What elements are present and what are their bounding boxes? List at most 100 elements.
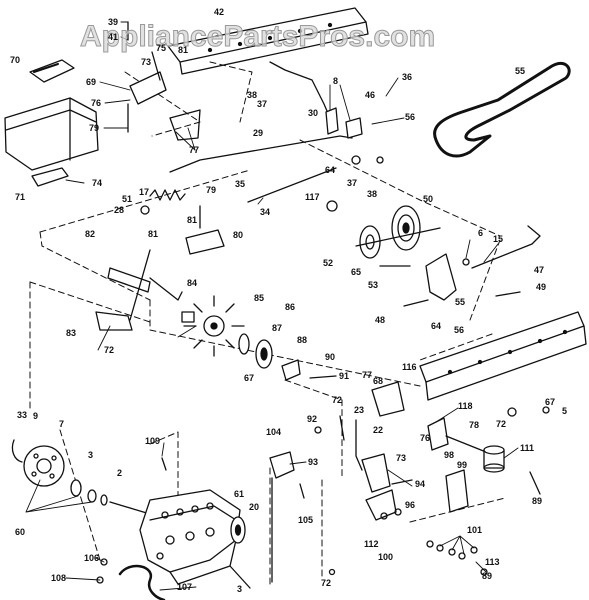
part-number-label: 39 [108,17,119,27]
bolt-part [391,479,413,485]
part-number-label: 7 [59,419,65,429]
part-number-label: 41 [108,32,119,42]
bracket-part [371,381,405,417]
part-number-label: 20 [249,502,260,512]
part-number-label: 79 [206,185,217,195]
bracket-part [169,109,201,141]
bracket-part [281,359,301,381]
bracket-part [325,107,339,135]
part-number-label: 35 [235,179,246,189]
hose-part [118,564,166,600]
washer-part [380,512,388,520]
leader-lines [25,479,93,513]
washer-stack [70,479,108,506]
part-number-label: 38 [367,189,378,199]
side-frame-rail [419,311,587,401]
bracket-part [185,229,225,255]
part-number-label: 53 [368,280,379,290]
part-number-label: 89 [532,496,543,506]
part-number-label: 93 [308,457,319,467]
part-number-label: 3 [237,584,243,594]
part-number-label: 17 [139,187,150,197]
part-number-label: 37 [347,178,358,188]
part-number-label: 112 [364,539,379,549]
nut-part [394,508,402,516]
part-number-label: 91 [339,371,350,381]
part-number-label: 60 [15,527,26,537]
boundary-line [209,61,253,123]
part-number-label: 76 [91,98,102,108]
boundary-line [419,333,493,361]
boundary-line [299,139,501,237]
clip-part [100,558,108,566]
part-number-label: 28 [114,205,125,215]
spring-part [149,189,186,201]
part-number-label: 55 [515,66,526,76]
part-number-label: 3 [88,450,94,460]
part-number-label: 33 [17,410,28,420]
part-number-label: 98 [444,450,455,460]
transaxle [139,489,241,585]
part-number-label: 29 [253,128,264,138]
part-number-label: 74 [92,178,103,188]
part-number-label: 108 [51,573,67,583]
deck-housing [4,97,99,171]
bracket-part [345,117,363,139]
part-number-label: 80 [233,230,244,240]
bracket-part [129,71,167,105]
hardware-cluster [426,535,488,576]
pulley-assembly [238,333,273,369]
part-number-label: 71 [15,192,26,202]
boundary-line [149,299,421,387]
part-number-label: 76 [420,433,431,443]
nut-part [326,200,338,212]
bolt-part [495,291,521,297]
part-number-label: 88 [297,335,308,345]
part-number-label: 117 [305,192,320,202]
part-number-label: 49 [536,282,547,292]
bracket-part [95,311,133,331]
part-number-label: 15 [493,234,504,244]
part-number-label: 34 [260,207,271,217]
bolt-part [529,471,541,495]
part-number-label: 38 [247,90,258,100]
pulley-assembly [355,205,441,259]
part-number-label: 2 [117,468,123,478]
wheel-hub [11,439,65,487]
part-number-label: 72 [496,419,507,429]
part-number-label: 105 [298,515,314,525]
part-number-label: 73 [396,453,407,463]
cooling-fan [181,295,245,357]
part-number-label: 55 [455,297,466,307]
part-number-label: 109 [145,436,161,446]
bolt-part [403,299,429,307]
part-number-label: 79 [89,123,100,133]
boundary-line [284,379,343,479]
part-number-label: 94 [415,479,426,489]
part-number-label: 48 [375,315,386,325]
part-number-label: 9 [33,411,39,421]
part-number-label: 75 [156,43,167,53]
axle-part [229,565,251,589]
rod-part [247,167,337,203]
part-number-label: 47 [534,265,545,275]
part-number-label: 87 [272,323,283,333]
boundary-line [469,239,501,321]
seat-bracket-part [33,63,59,73]
part-number-label: 104 [266,427,282,437]
part-number-label: 100 [378,552,394,562]
part-number-label: 61 [234,489,245,499]
part-number-label: 72 [332,395,343,405]
drive-belt [433,61,571,158]
nut-part [140,205,150,215]
rod-part [169,135,353,173]
bolt-part [309,375,337,379]
boundary-line [59,429,101,561]
part-number-label: 111 [520,443,535,453]
part-number-label: 23 [354,405,365,415]
part-number-label: 70 [10,55,21,65]
part-number-label: 67 [244,373,255,383]
part-number-label: 56 [405,112,416,122]
part-number-label: 6 [478,228,484,238]
